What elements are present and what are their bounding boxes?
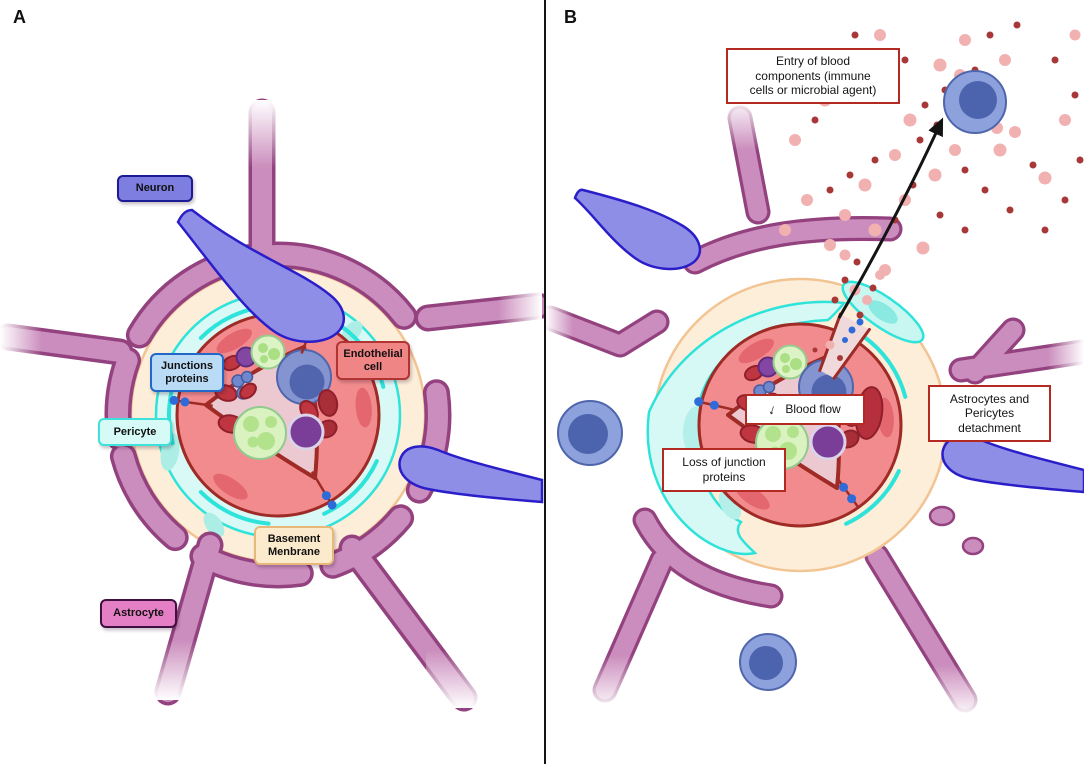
panel-a-illustration (0, 98, 545, 712)
lost-junctions-b (694, 318, 864, 509)
entry-of-blood-callout: Entry of blood components (immune cells … (726, 48, 900, 104)
extravasated-cell-left (557, 400, 623, 466)
neuron-endfeet-b (573, 188, 1084, 494)
down-arrow-icon: ↓ (767, 400, 779, 418)
junction-proteins-label: Junctions proteins (150, 353, 224, 392)
pericyte-label: Pericyte (98, 418, 172, 446)
panel-a-letter: A (13, 7, 26, 27)
escaped-blood-dots (779, 21, 1084, 361)
pericyte-cell-detached-b (841, 280, 925, 344)
endothelial-cell-label: Endothelial cell (336, 341, 410, 380)
basement-membrane-label: Basement Menbrane (254, 526, 334, 565)
extravasated-cell-bottom (739, 633, 797, 691)
astrocyte-label: Astrocyte (100, 599, 177, 628)
panel-b-letter: B (564, 7, 577, 27)
neuron-endfeet-a (176, 208, 544, 504)
immune-cell (943, 70, 1007, 134)
panel-divider (544, 0, 546, 764)
loss-of-junction-callout: Loss of junction proteins (662, 448, 786, 492)
entry-arrow (837, 117, 944, 319)
astrocytes-pericytes-detachment-callout: Astrocytes and Pericytes detachment (928, 385, 1051, 442)
blood-flow-text: Blood flow (785, 402, 841, 417)
blood-flow-callout: ↓ Blood flow (745, 394, 865, 425)
panel-b-illustration (545, 21, 1084, 717)
neuron-label: Neuron (117, 175, 193, 202)
